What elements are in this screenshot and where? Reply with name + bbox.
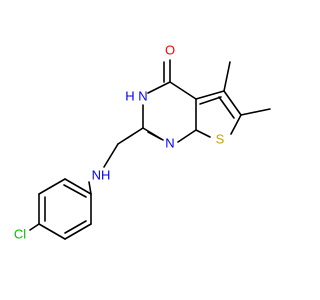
- bond-ar-4: [38, 223, 66, 240]
- bond-ch2-nh: [103, 143, 119, 168]
- atom-label-hydrogen-3: H: [125, 88, 134, 103]
- bond-c5-methyl: [223, 61, 231, 92]
- atom-label-chlorine: Cl: [14, 226, 26, 241]
- bond-c6-methyl: [240, 108, 271, 116]
- structure-svg: O N H N S NH Cl: [14, 42, 271, 241]
- atom-label-nitrogen-1: N: [165, 135, 174, 150]
- bond-c5-c6-double: [218, 96, 235, 119]
- atom-label-amine: NH: [92, 167, 111, 182]
- atom-label-nitrogen-3: N: [138, 88, 147, 103]
- bond-c4-n3: [147, 81, 171, 94]
- atom-labels: O N H N S NH Cl: [14, 42, 225, 241]
- bond-nh-c1: [88, 181, 92, 195]
- bond-ar-cl: [29, 223, 40, 231]
- bond-ar-5: [64, 223, 92, 240]
- bond-c4a-c4: [169, 81, 197, 100]
- bond-c4a-c5: [195, 90, 225, 100]
- bond-n1-c7a: [177, 129, 197, 143]
- bond-ar-2: [38, 178, 66, 195]
- bond-c4a-c5-double: [199, 96, 222, 105]
- bonds: [29, 59, 271, 240]
- bond-ar-5-double: [64, 220, 87, 234]
- atom-label-sulfur: S: [216, 131, 225, 146]
- bond-ar-1-double: [63, 184, 87, 198]
- atom-label-oxygen: O: [165, 42, 175, 57]
- molecule-diagram: O N H N S NH Cl: [13, 42, 271, 242]
- bond-c2-ch2: [117, 127, 144, 145]
- bond-c5-c6: [223, 90, 242, 116]
- bond-ar-1: [64, 178, 92, 195]
- bond-c2-n1-double: [147, 131, 162, 140]
- bond-s-c7a: [195, 129, 211, 138]
- bond-c6-s: [230, 114, 242, 135]
